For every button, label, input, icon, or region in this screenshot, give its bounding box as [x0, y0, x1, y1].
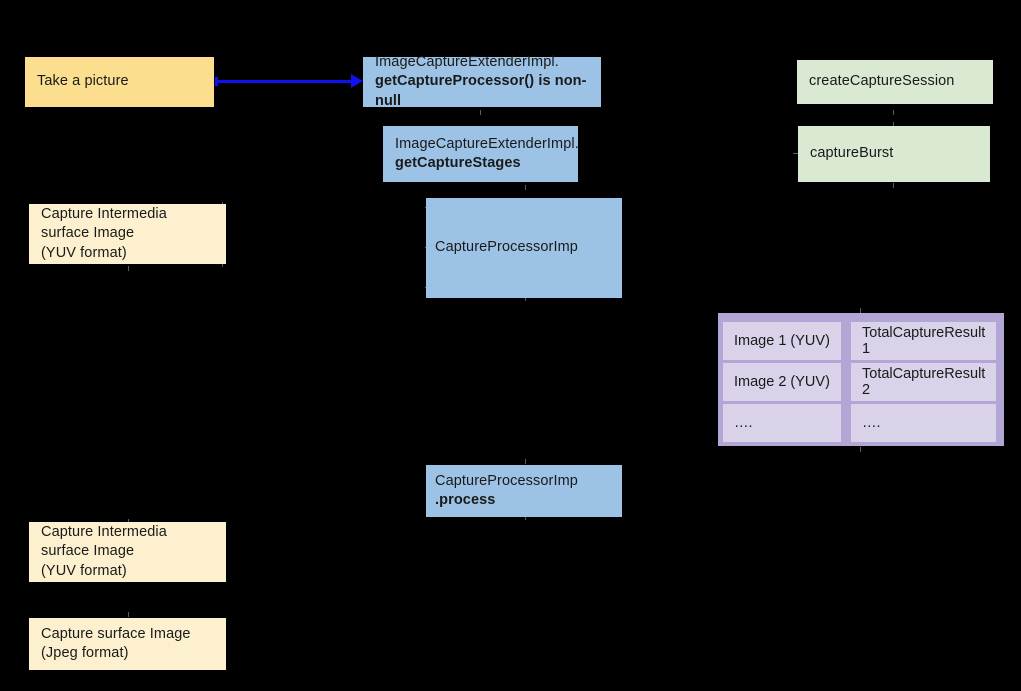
node-capture-processor-imp-process[interactable]: CaptureProcessorImp .process — [426, 465, 622, 517]
node-capture-intermedia-surface-image-yuv-top[interactable]: Capture Intermedia surface Image (YUV fo… — [29, 204, 226, 264]
connector-take-picture-to-get-capture-processor — [215, 80, 353, 83]
anchor-tick — [128, 266, 129, 271]
node-label-line: CaptureProcessorImp — [435, 472, 578, 489]
node-capture-intermedia-surface-image-yuv-bottom[interactable]: Capture Intermedia surface Image (YUV fo… — [29, 522, 226, 582]
anchor-tick — [525, 515, 526, 520]
table-cell-image-more[interactable]: …. — [723, 404, 841, 442]
anchor-tick — [525, 185, 526, 190]
anchor-tick — [860, 308, 861, 313]
arrow-head-get-capture-processor — [351, 74, 363, 88]
anchor-tick — [128, 612, 129, 617]
anchor-tick — [793, 153, 798, 154]
anchor-tick — [525, 459, 526, 464]
node-label-line: Capture Intermedia — [41, 205, 167, 222]
anchor-tick — [128, 519, 129, 524]
node-label-line: Take a picture — [37, 73, 129, 90]
node-get-capture-stages[interactable]: ImageCaptureExtenderImpl. getCaptureStag… — [383, 126, 579, 182]
anchor-tick — [893, 110, 894, 115]
node-label-line: (Jpeg format) — [41, 645, 129, 661]
node-capture-burst[interactable]: captureBurst — [798, 126, 990, 182]
anchor-tick — [893, 122, 894, 127]
table-cell-result-1[interactable]: TotalCaptureResult 1 — [851, 322, 996, 360]
capture-results-table: Image 1 (YUV) TotalCaptureResult 1 Image… — [718, 313, 1004, 446]
table-cell-result-2[interactable]: TotalCaptureResult 2 — [851, 363, 996, 401]
anchor-tick — [525, 296, 526, 301]
table-cell-image-2[interactable]: Image 2 (YUV) — [723, 363, 841, 401]
node-capture-processor-imp[interactable]: CaptureProcessorImp — [426, 198, 622, 298]
anchor-tick — [893, 183, 894, 188]
node-label-line: surface Image — [41, 225, 135, 242]
table-cell-result-more[interactable]: …. — [851, 404, 996, 442]
node-capture-surface-image-jpeg[interactable]: Capture surface Image (Jpeg format) — [29, 618, 226, 670]
node-label-line: ImageCaptureExtenderImpl. — [375, 53, 559, 70]
node-label-line: createCaptureSession — [809, 73, 955, 90]
node-label-line-bold: .process — [435, 492, 496, 508]
node-label-line: ImageCaptureExtenderImpl. — [395, 135, 579, 152]
node-label-line-bold: getCaptureProcessor() is non-null — [375, 73, 587, 109]
node-label-line: Capture Intermedia — [41, 523, 167, 540]
node-take-a-picture[interactable]: Take a picture — [25, 57, 214, 107]
node-label-line: captureBurst — [810, 145, 894, 162]
node-label-line: surface Image — [41, 543, 135, 560]
node-label-line: Capture surface Image — [41, 625, 191, 642]
node-label-line: CaptureProcessorImp — [435, 239, 578, 256]
node-create-capture-session[interactable]: createCaptureSession — [797, 60, 993, 104]
table-cell-image-1[interactable]: Image 1 (YUV) — [723, 322, 841, 360]
node-label-line: (YUV format) — [41, 562, 127, 579]
anchor-tick — [222, 262, 223, 267]
node-label-line-bold: getCaptureStages — [395, 155, 521, 171]
node-label-line: (YUV format) — [41, 244, 127, 261]
node-get-capture-processor[interactable]: ImageCaptureExtenderImpl. getCaptureProc… — [363, 54, 601, 109]
anchor-tick — [480, 110, 481, 115]
anchor-tick — [860, 447, 861, 452]
